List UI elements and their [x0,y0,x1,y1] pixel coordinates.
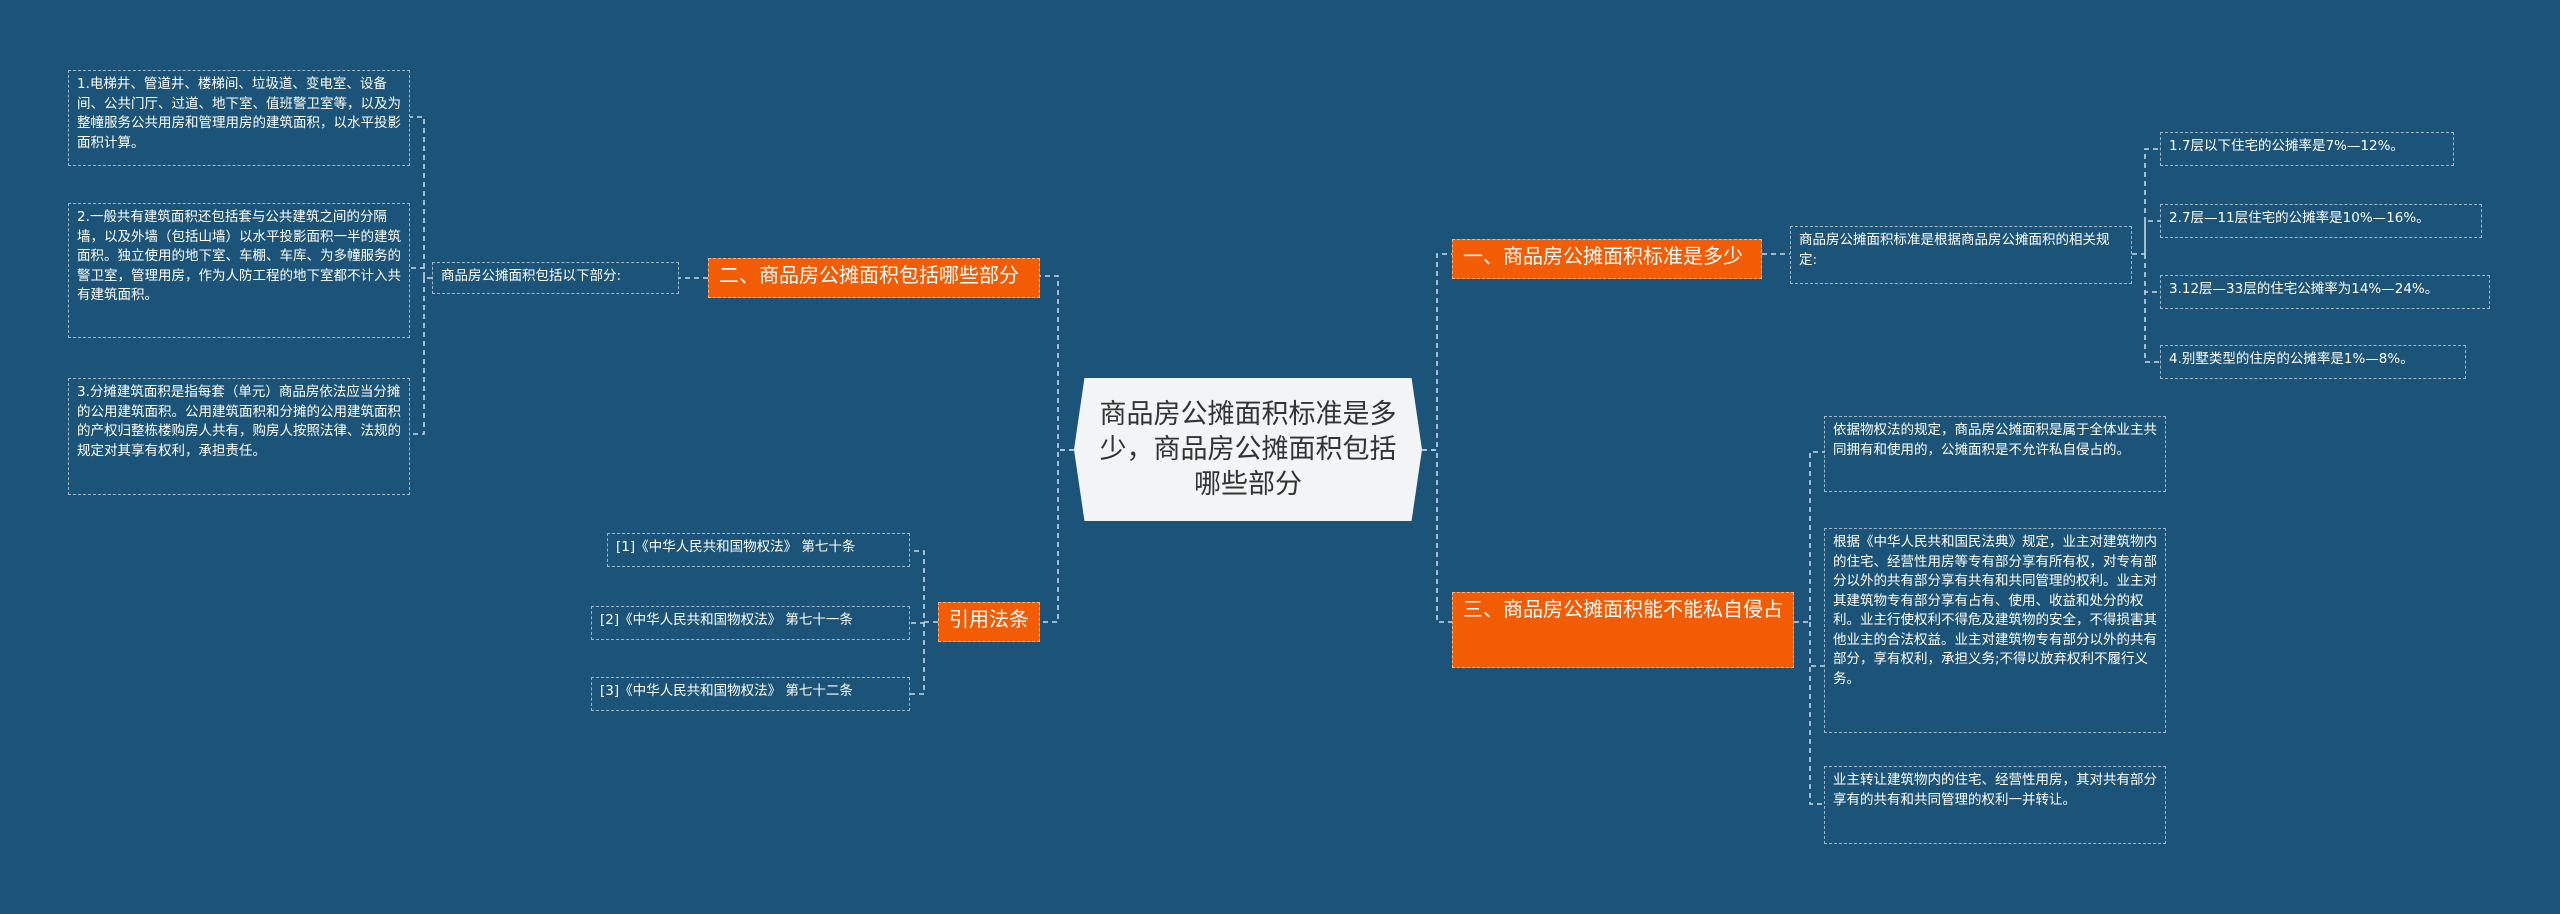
branch-standard-sub[interactable]: 商品房公摊面积标准是根据商品房公摊面积的相关规定: [1790,226,2132,284]
occupation-item-1[interactable]: 依据物权法的规定，商品房公摊面积是属于全体业主共同拥有和使用的，公摊面积是不允许… [1824,416,2166,492]
standard-item-3-text: 3.12层—33层的住宅公摊率为14%—24%。 [2169,281,2439,297]
standard-item-4[interactable]: 4.别墅类型的住房的公摊率是1%—8%。 [2160,345,2466,379]
components-item-3[interactable]: 3.分摊建筑面积是指每套（单元）商品房依法应当分摊的公用建筑面积。公用建筑面积和… [68,378,410,495]
components-item-3-text: 3.分摊建筑面积是指每套（单元）商品房依法应当分摊的公用建筑面积。公用建筑面积和… [77,384,401,459]
standard-item-1-text: 1.7层以下住宅的公摊率是7%—12%。 [2169,138,2404,154]
standard-item-1[interactable]: 1.7层以下住宅的公摊率是7%—12%。 [2160,132,2454,166]
components-item-2-text: 2.一般共有建筑面积还包括套与公共建筑之间的分隔墙，以及外墙（包括山墙）以水平投… [77,209,401,303]
standard-item-4-text: 4.别墅类型的住房的公摊率是1%—8%。 [2169,351,2414,367]
connector-root-branch4 [1040,449,1074,623]
connector-root-branch3 [1422,449,1452,623]
branch-standard-sub-text: 商品房公摊面积标准是根据商品房公摊面积的相关规定: [1799,232,2110,268]
connector-root-branch1 [1422,253,1452,451]
branch-components-title: 二、商品房公摊面积包括哪些部分 [719,263,1019,287]
branch-components[interactable]: 二、商品房公摊面积包括哪些部分 [708,258,1040,298]
occupation-item-2-text: 根据《中华人民共和国民法典》规定，业主对建筑物内的住宅、经营性用房等专有部分享有… [1833,534,2157,687]
branch-components-sub-text: 商品房公摊面积包括以下部分: [441,268,622,284]
branch-components-sub[interactable]: 商品房公摊面积包括以下部分: [432,262,679,294]
root-topic[interactable]: 商品房公摊面积标准是多少，商品房公摊面积包括哪些部分 [1074,378,1422,521]
components-item-1-text: 1.电梯井、管道井、楼梯间、垃圾道、变电室、设备间、公共门厅、过道、地下室、值班… [77,76,401,151]
occupation-item-3[interactable]: 业主转让建筑物内的住宅、经营性用房，其对共有部分享有的共有和共同管理的权利一并转… [1824,766,2166,844]
connector-branch3-items [1794,451,1824,805]
law-item-1[interactable]: [1]《中华人民共和国物权法》 第七十条 [607,533,910,567]
branch-occupation[interactable]: 三、商品房公摊面积能不能私自侵占 [1452,592,1794,668]
root-title: 商品房公摊面积标准是多少，商品房公摊面积包括哪些部分 [1099,399,1397,500]
law-item-2-text: [2]《中华人民共和国物权法》 第七十一条 [600,612,853,628]
branch-standard[interactable]: 一、商品房公摊面积标准是多少 [1452,239,1762,279]
law-item-3-text: [3]《中华人民共和国物权法》 第七十二条 [600,683,853,699]
branch-laws[interactable]: 引用法条 [938,602,1040,642]
law-item-3[interactable]: [3]《中华人民共和国物权法》 第七十二条 [591,677,910,711]
standard-item-3[interactable]: 3.12层—33层的住宅公摊率为14%—24%。 [2160,275,2490,309]
standard-item-2[interactable]: 2.7层—11层住宅的公摊率是10%—16%。 [2160,204,2482,238]
branch-standard-title: 一、商品房公摊面积标准是多少 [1463,244,1743,268]
components-item-2[interactable]: 2.一般共有建筑面积还包括套与公共建筑之间的分隔墙，以及外墙（包括山墙）以水平投… [68,203,410,338]
branch-laws-title: 引用法条 [949,607,1029,631]
occupation-item-3-text: 业主转让建筑物内的住宅、经营性用房，其对共有部分享有的共有和共同管理的权利一并转… [1833,772,2157,808]
occupation-item-1-text: 依据物权法的规定，商品房公摊面积是属于全体业主共同拥有和使用的，公摊面积是不允许… [1833,422,2157,458]
occupation-item-2[interactable]: 根据《中华人民共和国民法典》规定，业主对建筑物内的住宅、经营性用房等专有部分享有… [1824,528,2166,733]
connector-branch4-items [910,550,938,695]
connector-sub2-items [410,116,432,435]
components-item-1[interactable]: 1.电梯井、管道井、楼梯间、垃圾道、变电室、设备间、公共门厅、过道、地下室、值班… [68,70,410,166]
standard-item-2-text: 2.7层—11层住宅的公摊率是10%—16%。 [2169,210,2430,226]
law-item-2[interactable]: [2]《中华人民共和国物权法》 第七十一条 [591,606,910,640]
connector-root-branch2 [1040,275,1074,451]
branch-occupation-title: 三、商品房公摊面积能不能私自侵占 [1463,597,1783,621]
connector-sub1-items [2132,148,2160,363]
law-item-1-text: [1]《中华人民共和国物权法》 第七十条 [616,539,856,555]
